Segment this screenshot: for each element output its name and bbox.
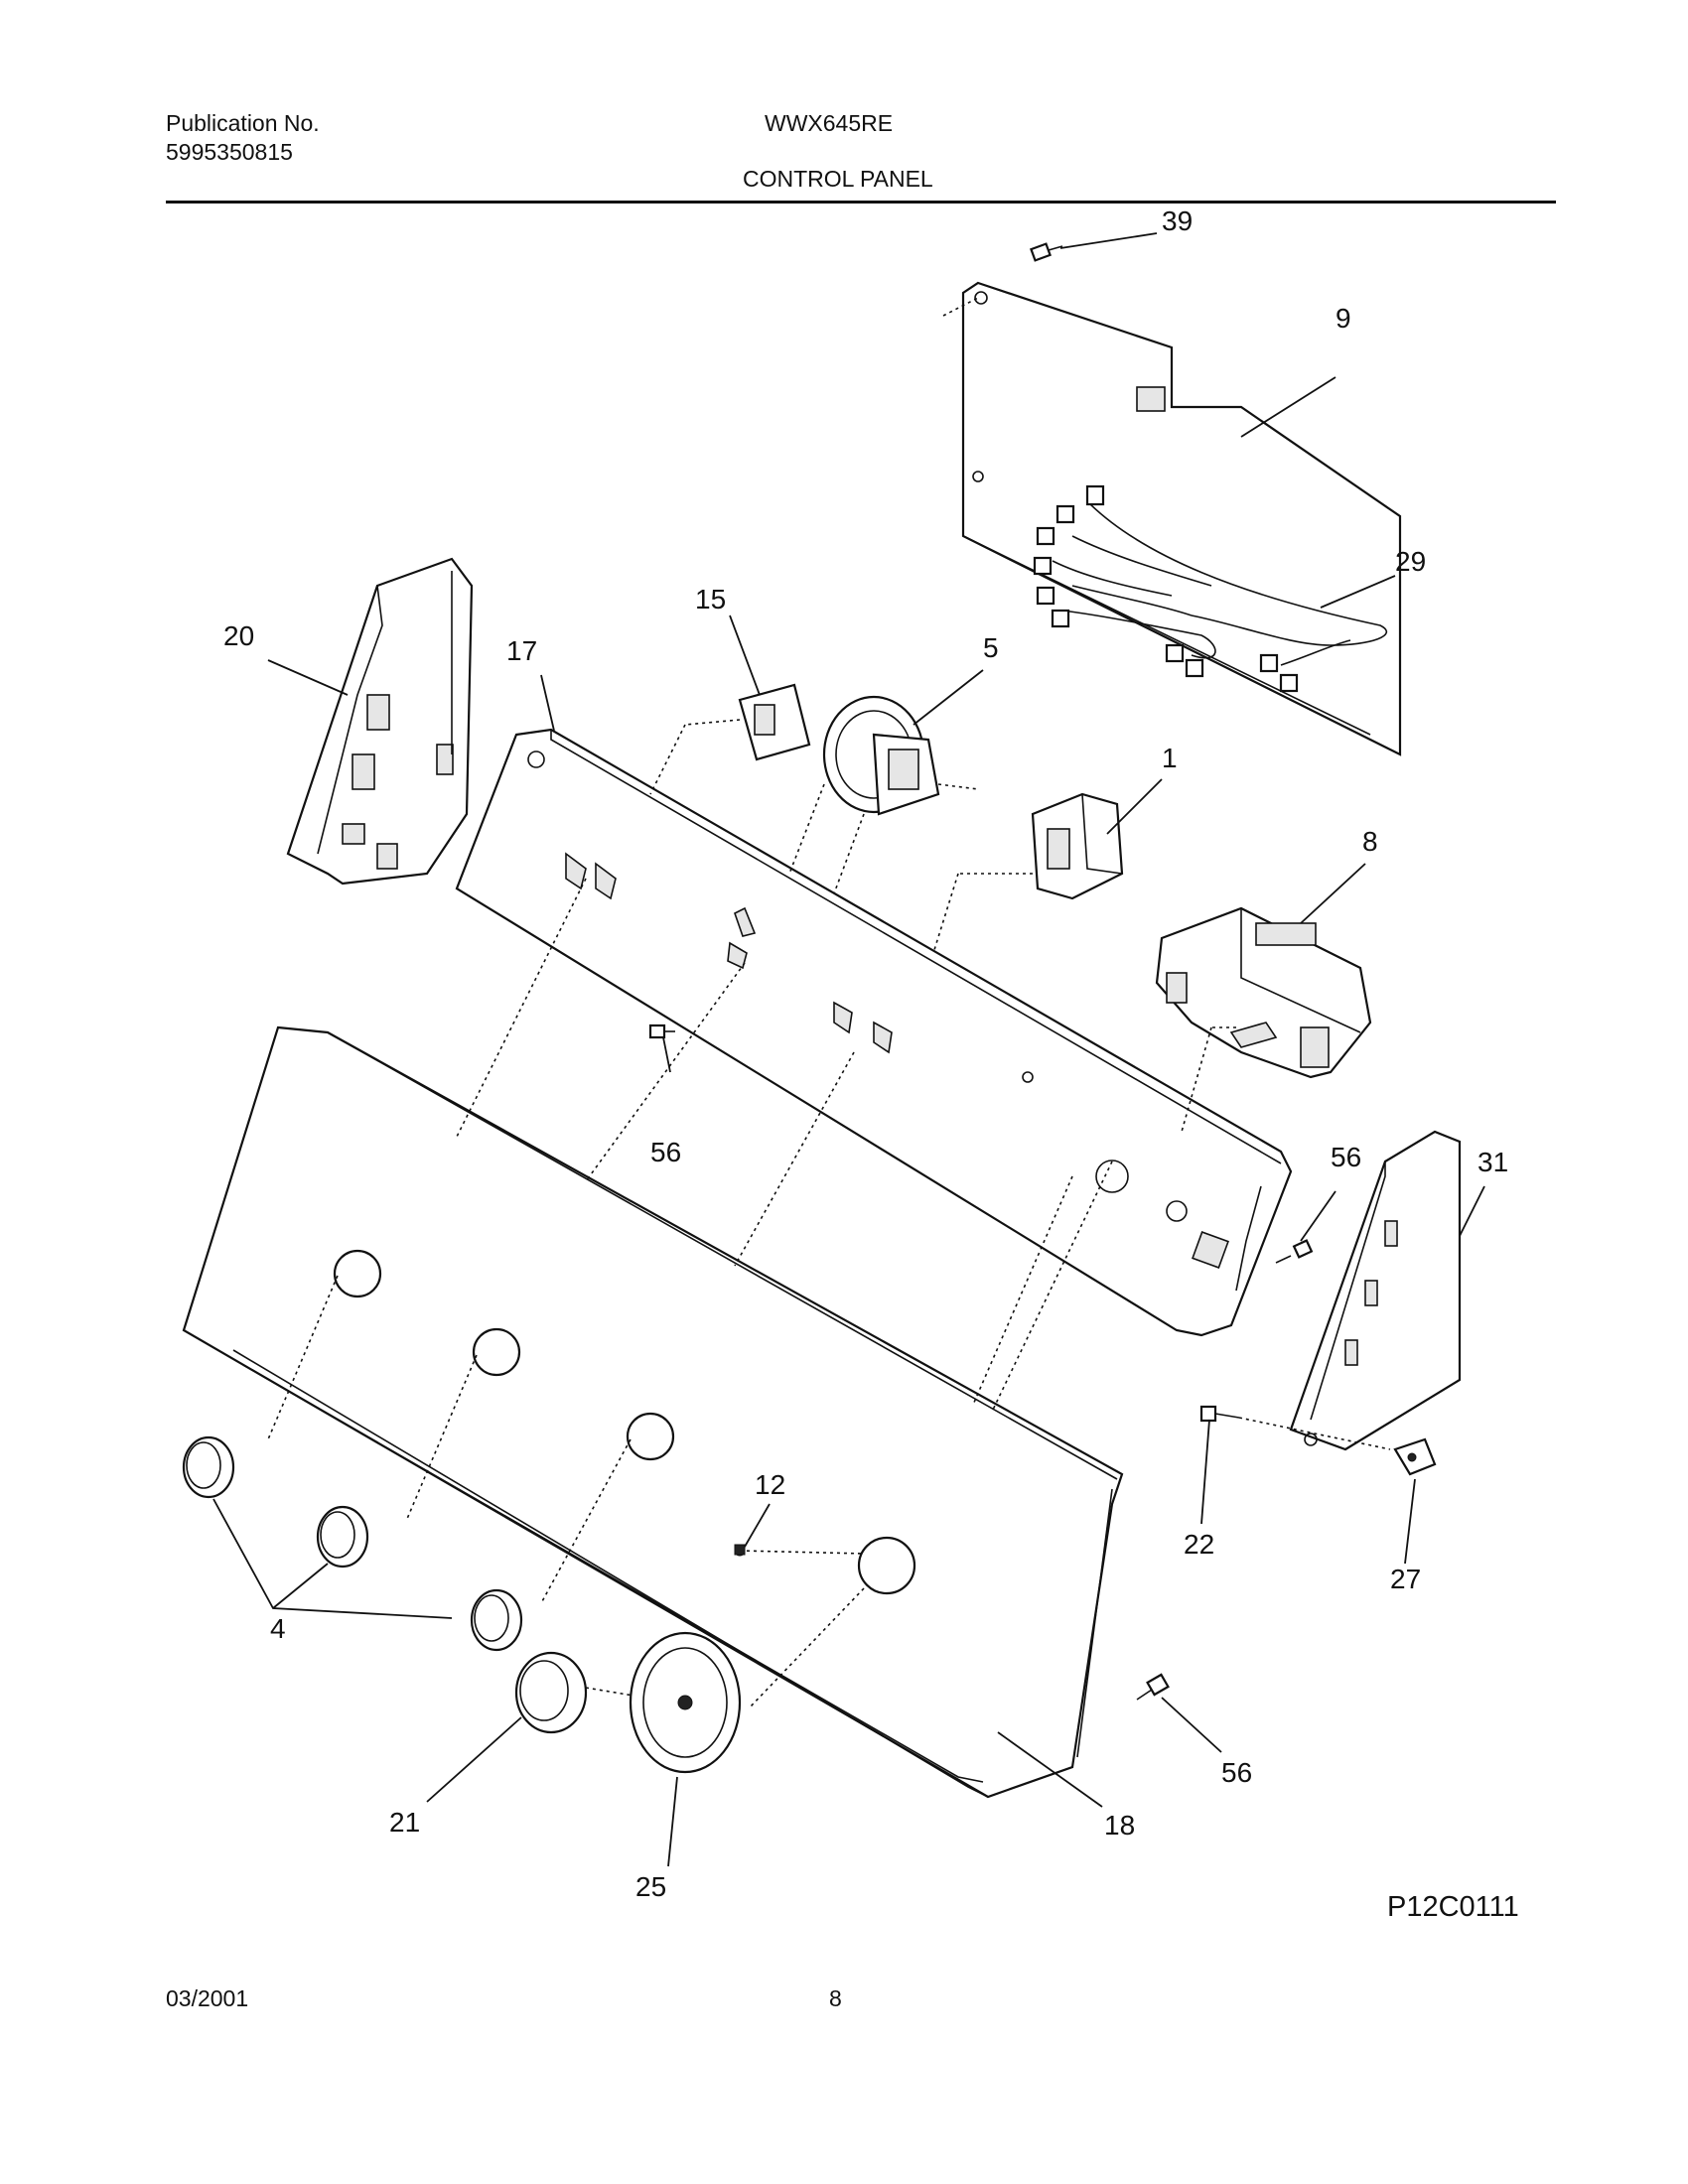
callout-25: 25 (635, 1871, 666, 1902)
callout-56-lower: 56 (1221, 1757, 1252, 1788)
callout-17: 17 (506, 635, 537, 666)
callout-21: 21 (389, 1807, 420, 1838)
page-number: 8 (829, 1985, 842, 2011)
callout-8: 8 (1362, 826, 1378, 857)
figure-code: P12C0111 (1387, 1891, 1519, 1923)
callout-22: 22 (1184, 1529, 1214, 1560)
part-1-switch-block (932, 792, 1124, 954)
callout-29: 29 (1395, 546, 1426, 577)
part-17-back-plate (455, 728, 1293, 1337)
part-9-board (942, 281, 1402, 756)
footer-date: 03/2001 (166, 1985, 249, 2011)
publication-label: Publication No. (166, 110, 320, 136)
part-8-timer (1155, 906, 1372, 1133)
section-title: CONTROL PANEL (743, 166, 933, 192)
part-4-knob-2 (316, 1505, 369, 1569)
callout-4: 4 (270, 1613, 286, 1644)
callout-20: 20 (223, 620, 254, 651)
callout-18: 18 (1104, 1810, 1135, 1841)
part-22-screw (1199, 1405, 1391, 1450)
part-25-dial-skirt (629, 1631, 742, 1774)
callout-31: 31 (1477, 1147, 1508, 1177)
part-15-switch (649, 683, 811, 795)
callout-1: 1 (1162, 743, 1178, 773)
callout-15: 15 (695, 584, 726, 614)
part-56-screw-a (648, 1024, 675, 1039)
callout-9: 9 (1336, 303, 1351, 334)
part-5-pressure-switch (788, 695, 979, 894)
part-27-clip (1393, 1437, 1437, 1476)
part-12-screw (734, 1544, 746, 1556)
assembly-lines (267, 878, 1113, 1708)
leader-lines (212, 232, 1485, 1867)
callout-12: 12 (755, 1469, 785, 1500)
part-56-screw-c (1136, 1673, 1170, 1701)
part-31-end-cap (1289, 1130, 1462, 1451)
part-4-knob-3 (470, 1588, 523, 1652)
header-rule (166, 201, 1556, 204)
callout-56-upper: 56 (650, 1137, 681, 1167)
part-4-knob-1 (182, 1435, 235, 1499)
part-29-harness (1033, 484, 1388, 693)
publication-number: 5995350815 (166, 139, 293, 165)
part-56-screw-b (1275, 1239, 1314, 1264)
part-21-knob (514, 1651, 588, 1734)
part-20-end-cap (286, 557, 474, 886)
callout-27: 27 (1390, 1564, 1421, 1594)
callout-39: 39 (1162, 205, 1193, 236)
callout-56-right: 56 (1331, 1142, 1361, 1172)
part-39-screw (1030, 242, 1063, 262)
callout-5: 5 (983, 632, 999, 663)
model-number: WWX645RE (765, 110, 894, 136)
